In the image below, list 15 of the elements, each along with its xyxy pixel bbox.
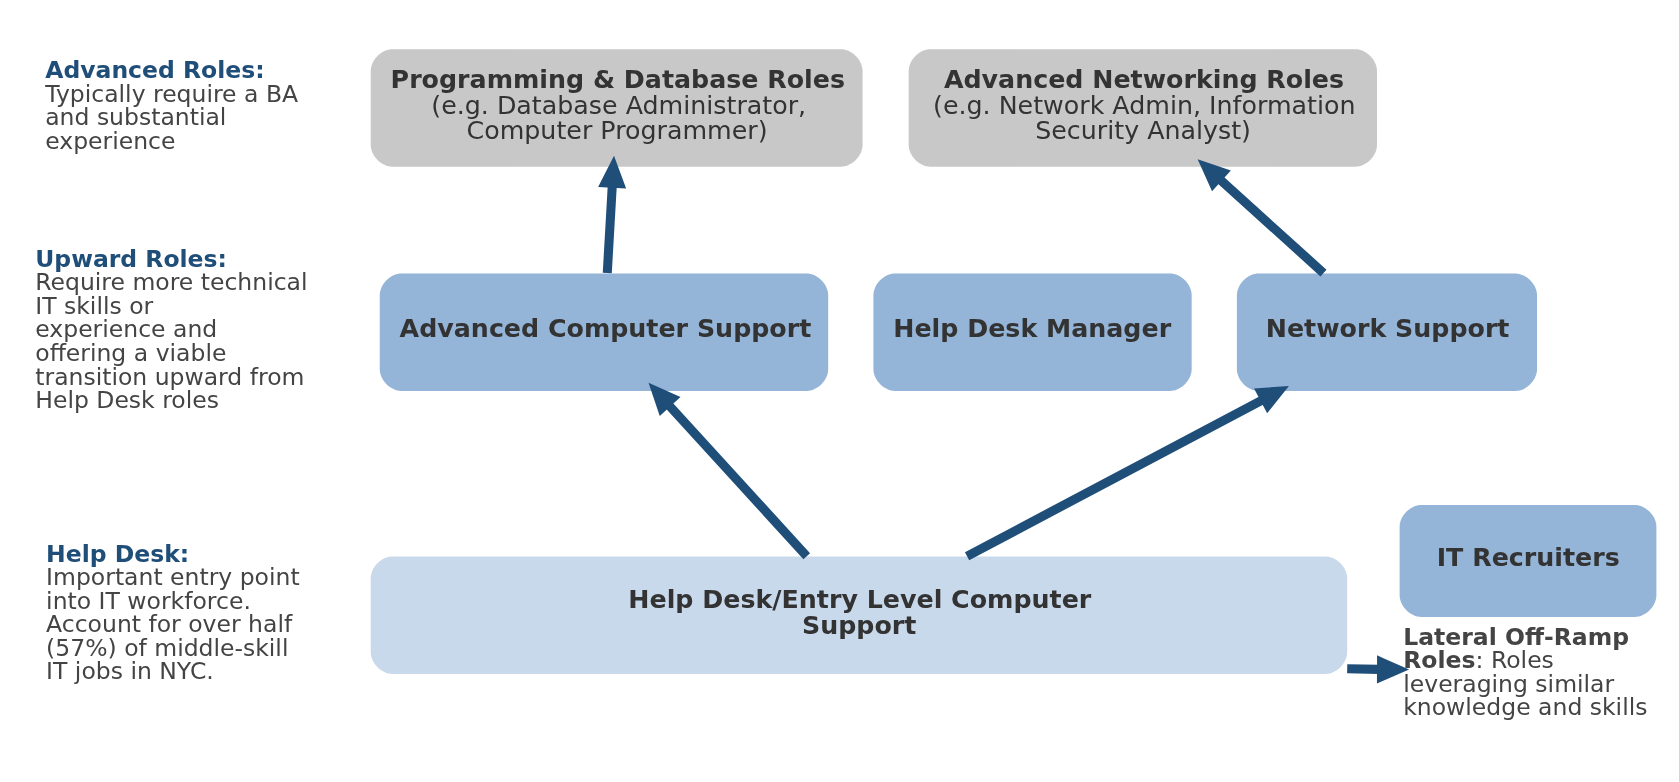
arrow xyxy=(1347,655,1410,684)
label: Upward Roles: xyxy=(35,244,227,273)
node-box: Help Desk Manager xyxy=(873,273,1192,391)
label: Help Desk: xyxy=(46,539,190,568)
arrow xyxy=(1197,159,1327,277)
arrow xyxy=(648,382,811,560)
arrow xyxy=(598,155,627,274)
node-box: Advanced Networking Roles (e.g. Network Admin, Information Security Analyst) xyxy=(908,49,1377,167)
arrow xyxy=(964,385,1289,561)
node-box: Programming & Database Roles (e.g. Database Administrator, Computer Programmer) xyxy=(370,49,863,167)
node-box: IT Recruiters xyxy=(1399,504,1657,618)
node-box: Network Support xyxy=(1236,273,1538,391)
node-box: Help Desk/Entry Level Computer Support xyxy=(370,556,1348,674)
node-label: Lateral Off-Ramp Roles: Roles leveraging similar knowledge and skills xyxy=(1403,622,1648,722)
node-box: Advanced Computer Support xyxy=(379,273,829,391)
